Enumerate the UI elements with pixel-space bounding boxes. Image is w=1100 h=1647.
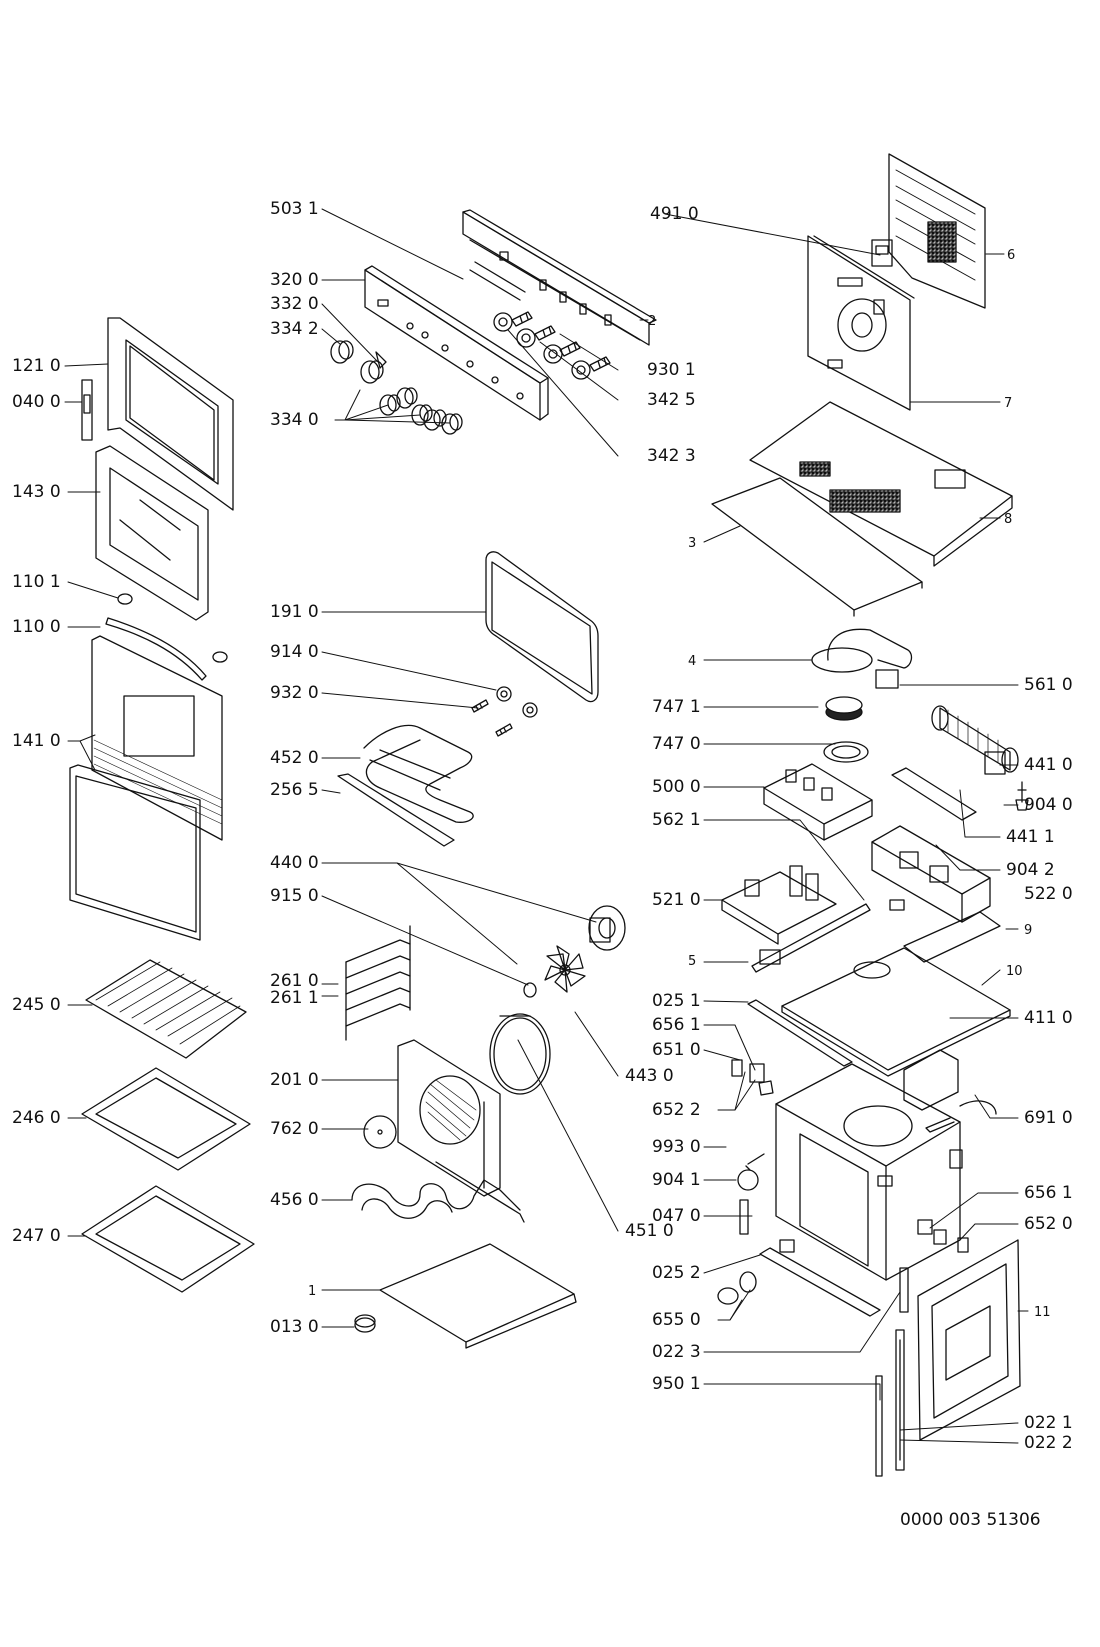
rear-panels	[711, 153, 1013, 617]
label-456-0: 456 0	[270, 1190, 319, 1210]
label-261-1: 261 1	[270, 988, 319, 1008]
label-334-2: 334 2	[270, 319, 319, 339]
door-parts	[69, 317, 255, 1293]
label-040-0: 040 0	[12, 392, 61, 412]
label-500-0: 500 0	[652, 777, 701, 797]
label-245-0: 245 0	[12, 995, 61, 1015]
label-11: 11	[1034, 1305, 1051, 1320]
label-561-0: 561 0	[1024, 675, 1073, 695]
label-441-0: 441 0	[1024, 755, 1073, 775]
label-411-0: 411 0	[1024, 1008, 1073, 1028]
label-047-0: 047 0	[652, 1206, 701, 1226]
label-334-0: 334 0	[270, 410, 319, 430]
label-491-0: 491 0	[650, 204, 699, 224]
label-246-0: 246 0	[12, 1108, 61, 1128]
label-013-0: 013 0	[270, 1317, 319, 1337]
document-number: 0000 003 51306	[900, 1510, 1041, 1530]
label-562-1: 562 1	[652, 810, 701, 830]
label-342-5: 342 5	[647, 390, 696, 410]
label-656-1-upper: 656 1	[652, 1015, 701, 1035]
label-522-0: 522 0	[1024, 884, 1073, 904]
motor-and-cavity-parts	[717, 628, 1029, 1477]
label-932-0: 932 0	[270, 683, 319, 703]
label-4: 4	[688, 654, 697, 669]
label-256-5: 256 5	[270, 780, 319, 800]
label-342-3: 342 3	[647, 446, 696, 466]
label-141-0: 141 0	[12, 731, 61, 751]
label-451-0: 451 0	[625, 1221, 674, 1241]
label-747-1: 747 1	[652, 697, 701, 717]
label-10: 10	[1006, 964, 1023, 979]
label-320-0: 320 0	[270, 270, 319, 290]
label-441-1: 441 1	[1006, 827, 1055, 847]
label-110-0: 110 0	[12, 617, 61, 637]
label-022-3: 022 3	[652, 1342, 701, 1362]
label-503-1: 503 1	[270, 199, 319, 219]
label-5: 5	[688, 954, 697, 969]
label-950-1: 950 1	[652, 1374, 701, 1394]
label-022-1: 022 1	[1024, 1413, 1073, 1433]
label-452-0: 452 0	[270, 748, 319, 768]
label-656-1-lower: 656 1	[1024, 1183, 1073, 1203]
label-9: 9	[1024, 923, 1033, 938]
label-443-0: 443 0	[625, 1066, 674, 1086]
label-3: 3	[688, 536, 697, 551]
label-8: 8	[1004, 512, 1013, 527]
label-904-0: 904 0	[1024, 795, 1073, 815]
leader-lines	[64, 208, 1029, 1444]
label-691-0: 691 0	[1024, 1108, 1073, 1128]
label-143-0: 143 0	[12, 482, 61, 502]
label-6: 6	[1007, 248, 1016, 263]
control-panel-parts	[330, 209, 657, 435]
label-655-0: 655 0	[652, 1310, 701, 1330]
label-247-0: 247 0	[12, 1226, 61, 1246]
label-025-1: 025 1	[652, 991, 701, 1011]
label-914-0: 914 0	[270, 642, 319, 662]
label-022-2: 022 2	[1024, 1433, 1073, 1453]
label-201-0: 201 0	[270, 1070, 319, 1090]
label-1: 1	[308, 1284, 317, 1299]
label-521-0: 521 0	[652, 890, 701, 910]
label-332-0: 332 0	[270, 294, 319, 314]
label-652-0: 652 0	[1024, 1214, 1073, 1234]
label-747-0: 747 0	[652, 734, 701, 754]
label-191-0: 191 0	[270, 602, 319, 622]
label-915-0: 915 0	[270, 886, 319, 906]
label-440-0: 440 0	[270, 853, 319, 873]
label-121-0: 121 0	[12, 356, 61, 376]
oven-internals	[337, 551, 626, 1349]
label-651-0: 651 0	[652, 1040, 701, 1060]
label-652-2: 652 2	[652, 1100, 701, 1120]
label-110-1: 110 1	[12, 572, 61, 592]
label-904-2: 904 2	[1006, 860, 1055, 880]
label-904-1: 904 1	[652, 1170, 701, 1190]
label-930-1: 930 1	[647, 360, 696, 380]
label-762-0: 762 0	[270, 1119, 319, 1139]
label-2: 2	[648, 314, 657, 329]
label-993-0: 993 0	[652, 1137, 701, 1157]
label-025-2: 025 2	[652, 1263, 701, 1283]
label-261-0: 261 0	[270, 971, 319, 991]
label-7: 7	[1004, 396, 1013, 411]
